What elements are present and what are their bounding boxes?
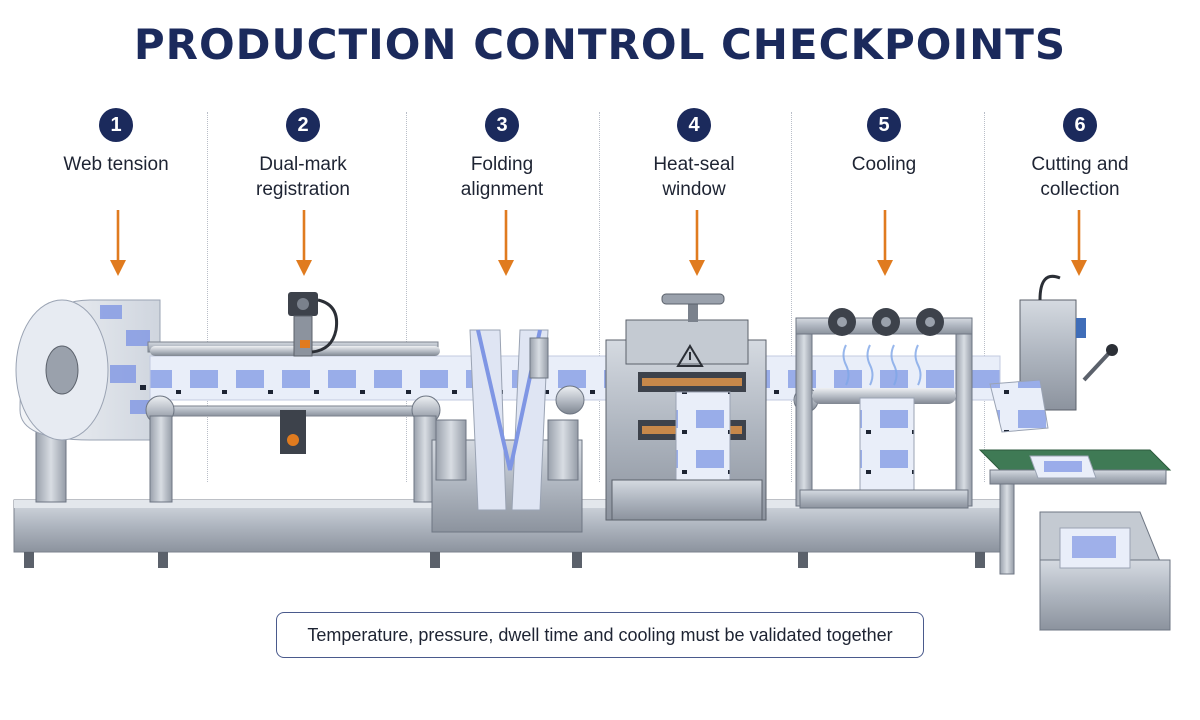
step-label: Heat-seal window	[653, 154, 735, 200]
validation-note: Temperature, pressure, dwell time and co…	[276, 612, 924, 658]
step-5: 5 Cooling	[794, 108, 974, 177]
step-4: 4 Heat-seal window	[604, 108, 784, 202]
down-arrow-icon	[110, 210, 126, 276]
step-number-badge: 3	[485, 108, 519, 142]
step-2: 2 Dual-mark registration	[213, 108, 393, 202]
step-label: Cutting and collection	[1031, 154, 1129, 200]
diagram-title: PRODUCTION CONTROL CHECKPOINTS	[133, 20, 1067, 69]
collection-conveyor	[978, 449, 1172, 575]
step-number-badge: 2	[286, 108, 320, 142]
step-6: 6 Cutting and collection	[990, 108, 1170, 202]
down-arrow-icon	[296, 210, 312, 276]
step-label: Web tension	[63, 154, 169, 175]
down-arrow-icon	[689, 210, 705, 276]
step-number-badge: 4	[677, 108, 711, 142]
section-divider	[406, 112, 407, 482]
section-divider	[599, 112, 600, 482]
leveling-feet	[24, 552, 985, 568]
cutting-unit	[989, 274, 1118, 433]
step-1: 1 Web tension	[26, 108, 206, 177]
step-label: Dual-mark registration	[256, 154, 350, 200]
frame-legs	[149, 415, 437, 503]
heat-seal-press	[605, 293, 767, 521]
step-number-badge: 5	[867, 108, 901, 142]
collection-bin	[1039, 511, 1171, 631]
cooling-fan-icon	[828, 308, 944, 336]
step-number-badge: 1	[99, 108, 133, 142]
down-arrow-icon	[877, 210, 893, 276]
section-divider	[791, 112, 792, 482]
step-label: Folding alignment	[460, 154, 544, 200]
film-unwind-roll	[15, 299, 161, 503]
step-label: Cooling	[851, 154, 917, 175]
down-arrow-icon	[498, 210, 514, 276]
step-number-badge: 6	[1063, 108, 1097, 142]
section-divider	[207, 112, 208, 482]
section-divider	[984, 112, 985, 482]
sensor-icon	[280, 292, 339, 454]
step-3: 3 Folding alignment	[412, 108, 592, 202]
down-arrow-icon	[1071, 210, 1087, 276]
cooling-station	[795, 308, 973, 509]
folding-station	[431, 329, 583, 533]
warning-triangle-icon	[676, 344, 704, 367]
